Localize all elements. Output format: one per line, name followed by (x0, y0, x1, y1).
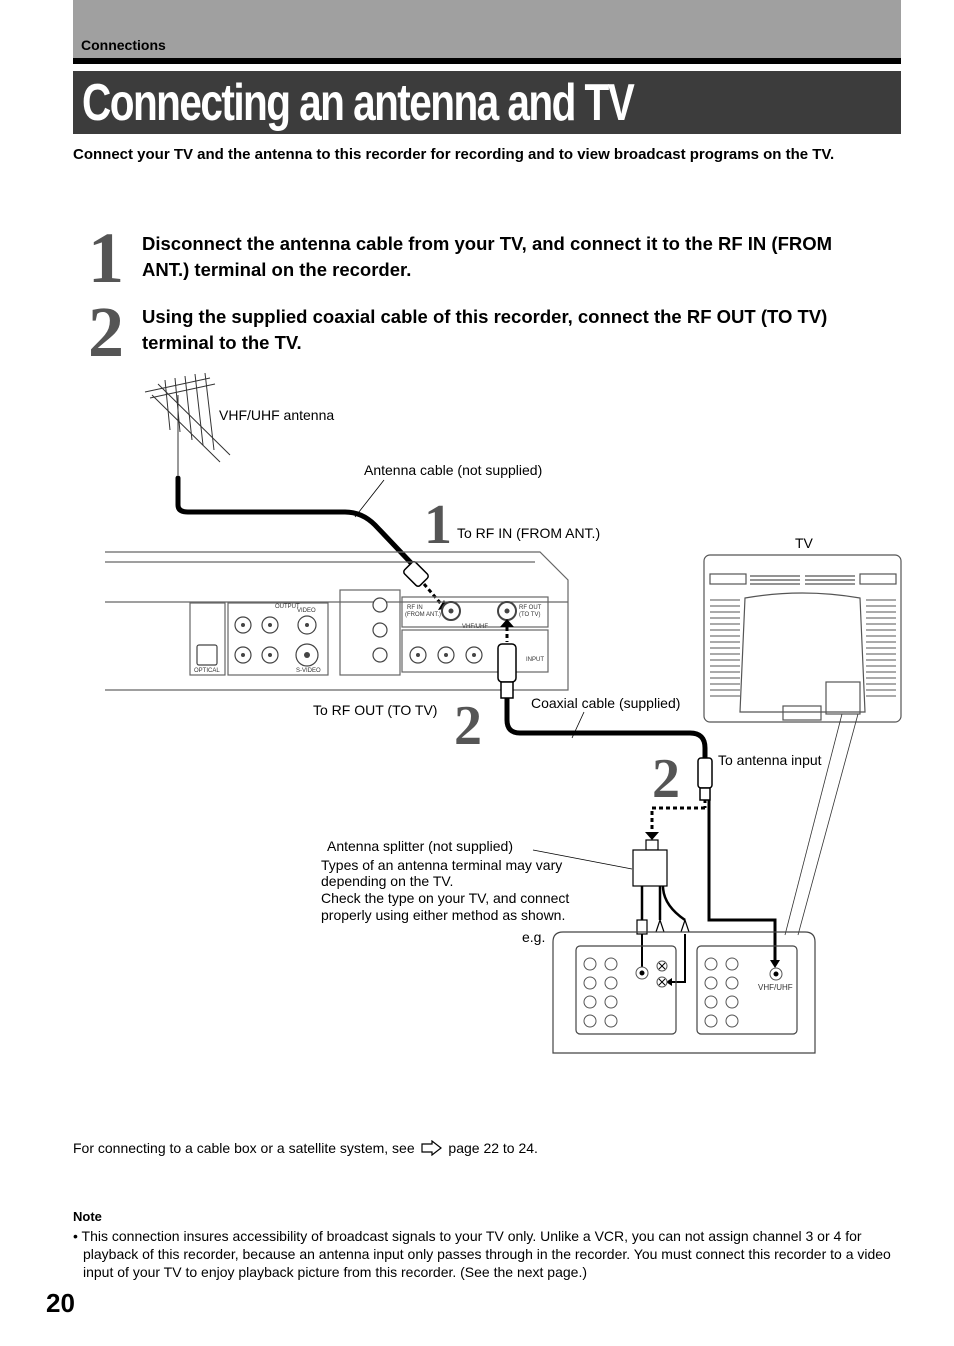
coaxial-cable (504, 698, 708, 760)
footnote-page-ref[interactable]: page 22 to 24. (448, 1140, 538, 1156)
header-rule (73, 58, 901, 64)
panel-input-label: INPUT (526, 657, 544, 663)
splitter-note-line-1: Types of an antenna terminal may vary (321, 857, 562, 873)
callout-step-1: 1 (424, 494, 452, 556)
note-body: • This connection insures accessibility … (73, 1228, 891, 1280)
tv-terminal-jacks (583, 957, 783, 1028)
antenna-icon (144, 372, 231, 475)
section-label: Connections (81, 37, 166, 53)
panel-rf-in-label: RF IN (407, 605, 423, 611)
panel-rf-out-label: RF OUT (519, 605, 542, 611)
intro-text: Connect your TV and the antenna to this … (73, 146, 835, 163)
tv-terminal-box (552, 931, 816, 1054)
splitter-line-b (672, 934, 686, 983)
direct-antenna-line (707, 800, 777, 962)
splitter-label: Antenna splitter (not supplied) (327, 838, 513, 854)
tv-vhf-uhf-label: VHF/UHF (758, 983, 793, 992)
page-number: 20 (46, 1288, 75, 1318)
panel-optical-label: OPTICAL (194, 668, 220, 674)
callout-step-2-tv: 2 (652, 748, 680, 810)
antenna-cable (175, 475, 416, 568)
cable-box-footnote: For connecting to a cable box or a satel… (73, 1139, 538, 1157)
page-reference-arrow-icon (420, 1139, 442, 1157)
splitter-dashed-link (650, 806, 705, 832)
tv-label: TV (795, 535, 814, 551)
header-band (73, 0, 901, 58)
title-band (73, 71, 901, 134)
splitter-note-line-3: Check the type on your TV, and connect (321, 890, 569, 906)
panel-from-ant-label: (FROM ANT.) (405, 612, 441, 618)
antenna-splitter-icon (632, 839, 690, 935)
panel-svideo-label: S-VIDEO (296, 668, 321, 674)
eg-label: e.g. (522, 929, 545, 945)
tv-zoom-lines (784, 713, 859, 936)
splitter-note-line-2: depending on the TV. (321, 873, 453, 889)
step-2-text: Using the supplied coaxial cable of this… (142, 306, 828, 353)
step-1-number: 1 (88, 218, 124, 298)
rf-out-label: To RF OUT (TO TV) (313, 702, 437, 718)
recorder-jacks (196, 597, 517, 667)
rf-out-plug (497, 619, 517, 699)
note-heading: Note (73, 1209, 102, 1224)
recorder-rear-panel (105, 551, 569, 691)
splitter-arrow-b (666, 978, 672, 986)
antenna-input-label: To antenna input (718, 752, 822, 768)
splitter-note-line-4: properly using either method as shown. (321, 907, 565, 923)
coax-leader (571, 711, 585, 739)
step-1-text: Disconnect the antenna cable from your T… (142, 233, 833, 280)
panel-video-label: VIDEO (297, 608, 316, 614)
splitter-leader (532, 849, 633, 870)
tv-plug (697, 757, 713, 808)
recorder-jack-centers (241, 608, 510, 658)
direct-arrow (770, 960, 780, 968)
panel-output-label: OUTPUT (275, 604, 300, 610)
page-title: Connecting an antenna and TV (82, 74, 635, 132)
step-2-number: 2 (88, 292, 124, 372)
splitter-arrow (645, 832, 659, 840)
antenna-label: VHF/UHF antenna (219, 407, 334, 423)
tv-vents (710, 599, 896, 697)
callout-step-2-recorder: 2 (454, 695, 482, 757)
coax-label: Coaxial cable (supplied) (531, 695, 680, 711)
screw-terminal-icons (639, 962, 779, 986)
panel-vhf-uhf-label: VHF/UHF (462, 624, 488, 630)
footnote-text: For connecting to a cable box or a satel… (73, 1140, 415, 1156)
panel-to-tv-label: (TO TV) (519, 612, 540, 618)
antenna-cable-label: Antenna cable (not supplied) (364, 462, 542, 478)
tv-rear-icon (703, 554, 902, 723)
rf-in-label: To RF IN (FROM ANT.) (457, 525, 600, 541)
antenna-cable-leader (354, 479, 385, 518)
